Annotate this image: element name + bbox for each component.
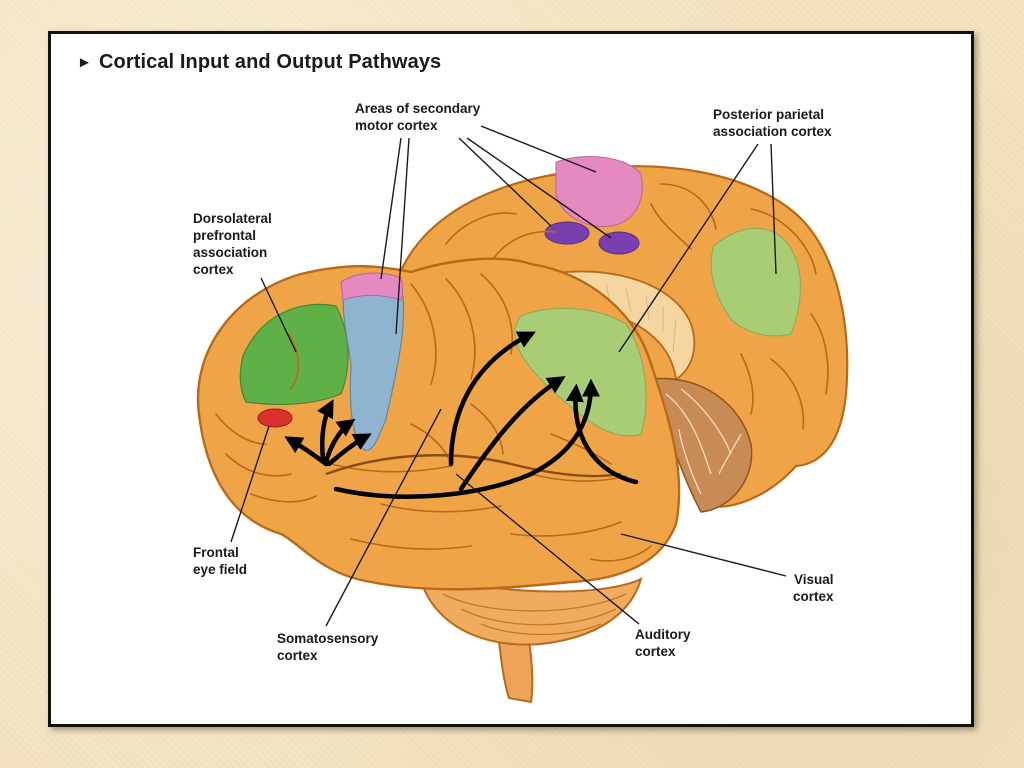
motor-strip-pink [340, 272, 403, 301]
label-line: eye field [193, 562, 248, 577]
pathway-arrows [284, 331, 639, 499]
arrow-to-prefrontal-1 [317, 399, 334, 462]
label-posterior-parietal-cortex: Posterior parietal association cortex [713, 106, 832, 140]
arrow-pathway-3 [458, 376, 566, 492]
label-line: Dorsolateral [193, 211, 272, 226]
label-auditory-cortex: Auditory cortex [635, 626, 691, 660]
label-frontal-eye-field: Frontal eye field [193, 544, 247, 578]
leader-auditory [455, 473, 640, 625]
label-line: Areas of secondary [355, 101, 481, 116]
label-visual-cortex: Visual cortex [793, 571, 834, 605]
leader-secondary-motor-2 [395, 137, 410, 335]
label-line: Posterior parietal [713, 107, 825, 122]
label-line: association cortex [713, 124, 832, 139]
secondary-motor-purple-2 [598, 231, 640, 255]
figure-title: ► Cortical Input and Output Pathways [77, 51, 441, 74]
label-line: association [193, 245, 268, 260]
brain-diagram [196, 125, 849, 704]
slide-frame: ► Cortical Input and Output Pathways [48, 31, 974, 727]
secondary-motor-purple-1 [544, 221, 590, 245]
leader-secondary-motor-4 [466, 137, 612, 239]
label-line: cortex [635, 644, 676, 659]
figure-title-text: Cortical Input and Output Pathways [98, 51, 442, 73]
dorsolateral-prefrontal-region [239, 303, 349, 405]
label-line: Somatosensory [277, 631, 379, 646]
label-line: prefrontal [193, 228, 257, 243]
title-marker-icon: ► [77, 54, 92, 71]
leader-prefrontal [260, 277, 297, 353]
label-line: Frontal [193, 545, 239, 560]
leader-lines [230, 125, 787, 627]
label-line: cortex [277, 648, 318, 663]
secondary-motor-medial-pink [555, 156, 643, 227]
arrow-to-prefrontal-3 [326, 433, 372, 467]
arrow-to-frontal-eye-field [284, 436, 329, 467]
posterior-parietal-lateral-region [514, 308, 647, 437]
arrow-pathway-2 [448, 331, 536, 467]
leader-visual [620, 533, 787, 577]
leader-secondary-motor-5 [480, 125, 597, 173]
arrow-pathway-1 [565, 383, 639, 485]
leader-secondary-motor-1 [380, 137, 402, 280]
frontal-eye-field-region [257, 408, 293, 428]
label-line: cortex [193, 262, 234, 277]
label-dorsolateral-prefrontal-cortex: Dorsolateral prefrontal association cort… [193, 210, 272, 278]
label-line: motor cortex [355, 118, 438, 133]
leader-secondary-motor-3 [458, 137, 552, 227]
label-somatosensory-cortex: Somatosensory cortex [277, 630, 378, 664]
arrow-pathway-4 [333, 378, 600, 499]
posterior-parietal-medial-region [710, 227, 801, 337]
motor-strip-blue [342, 290, 405, 451]
leader-parietal-2 [770, 143, 777, 275]
cerebellum [417, 572, 643, 646]
label-line: Auditory [635, 627, 691, 642]
leader-frontal-eye-field [230, 425, 270, 543]
label-line: cortex [793, 589, 834, 604]
arrow-to-prefrontal-2 [323, 418, 356, 465]
leader-somatosensory [325, 408, 442, 627]
leader-parietal-1 [618, 143, 759, 353]
label-line: Visual [794, 572, 834, 587]
label-secondary-motor-cortex: Areas of secondary motor cortex [355, 100, 480, 134]
lateral-fissure [325, 454, 622, 478]
